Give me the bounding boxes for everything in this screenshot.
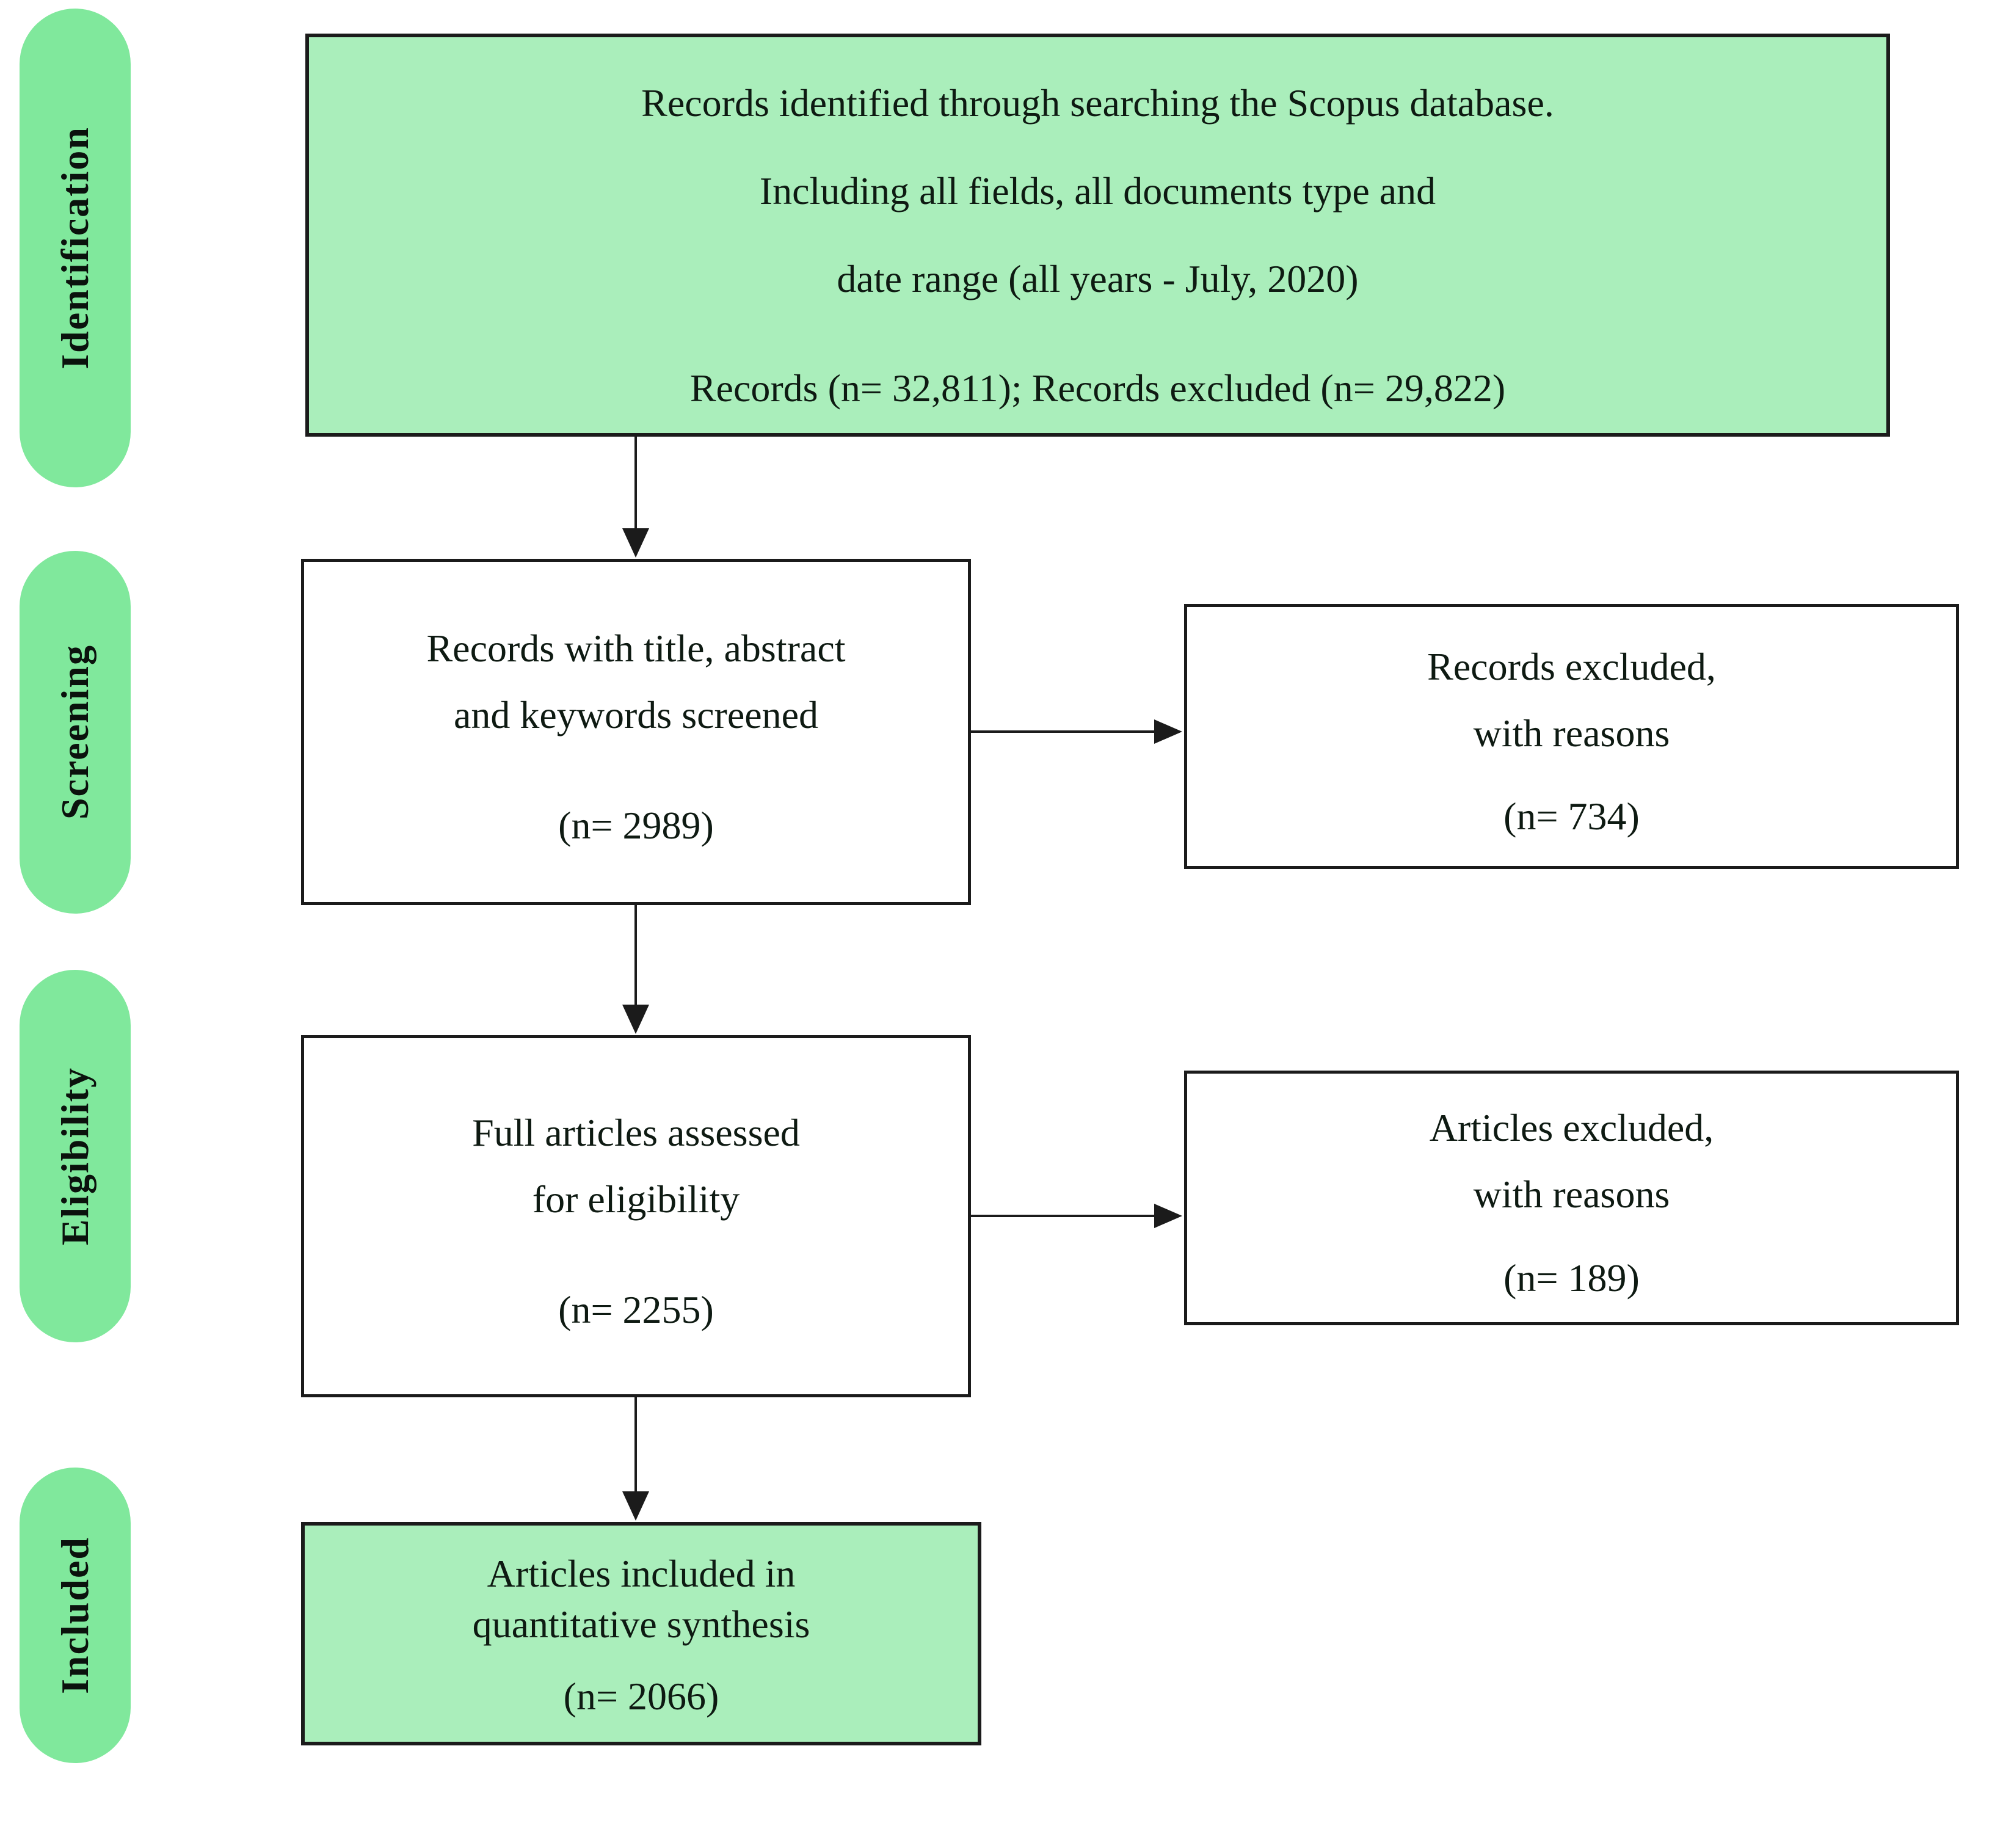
included-line-2: quantitative synthesis: [472, 1602, 810, 1646]
eligibility-line-1: Full articles assessed: [472, 1110, 800, 1154]
arrow-head-down-icon: [622, 528, 649, 558]
identification-counts: Records (n= 32,811); Records excluded (n…: [689, 366, 1506, 410]
stage-pill-eligibility: Eligibility: [20, 970, 131, 1342]
arrow-head-right-icon: [1154, 719, 1182, 744]
screening-excluded-line-2: with reasons: [1473, 711, 1670, 755]
identification-records-box: Records identified through searching the…: [305, 34, 1890, 437]
arrow-head-down-icon: [622, 1005, 649, 1034]
arrow-stem: [634, 437, 637, 531]
eligibility-excluded-label: Articles excluded, with reasons: [1430, 1095, 1714, 1228]
stage-pill-label: Screening: [53, 644, 96, 820]
eligibility-count: (n= 2255): [558, 1288, 714, 1332]
screening-count: (n= 2989): [558, 804, 714, 848]
eligibility-excluded-line-1: Articles excluded,: [1429, 1106, 1714, 1150]
arrow-head-right-icon: [1154, 1204, 1182, 1228]
identification-line-2: Including all fields, all documents type…: [759, 169, 1436, 213]
eligibility-line-2: for eligibility: [532, 1177, 740, 1221]
screening-excluded-line-1: Records excluded,: [1427, 644, 1716, 688]
stage-pill-screening: Screening: [20, 551, 131, 914]
stage-pill-label: Eligibility: [53, 1066, 96, 1246]
stage-pill-included: Included: [20, 1468, 131, 1763]
arrow-stem: [634, 1397, 637, 1493]
eligibility-excluded-count: (n= 189): [1503, 1256, 1640, 1300]
arrow-stem: [634, 905, 637, 1006]
identification-records-text: Records identified through searching the…: [641, 59, 1554, 323]
included-label: Articles included in quantitative synthe…: [473, 1548, 810, 1650]
screening-label: Records with title, abstract and keyword…: [426, 616, 845, 749]
stage-pill-label: Included: [53, 1537, 96, 1694]
eligibility-label: Full articles assessed for eligibility: [472, 1100, 800, 1233]
screening-line-1: Records with title, abstract: [426, 626, 846, 670]
arrow-stem: [971, 1215, 1155, 1217]
included-box: Articles included in quantitative synthe…: [301, 1522, 981, 1745]
eligibility-excluded-box: Articles excluded, with reasons (n= 189): [1184, 1071, 1959, 1325]
arrow-head-down-icon: [622, 1491, 649, 1521]
screening-excluded-label: Records excluded, with reasons: [1427, 634, 1716, 767]
screening-excluded-count: (n= 734): [1503, 795, 1640, 839]
stage-pill-label: Identification: [53, 126, 96, 369]
arrow-stem: [971, 730, 1155, 733]
stage-pill-identification: Identification: [20, 9, 131, 487]
screening-box: Records with title, abstract and keyword…: [301, 559, 971, 905]
eligibility-box: Full articles assessed for eligibility (…: [301, 1035, 971, 1397]
screening-excluded-box: Records excluded, with reasons (n= 734): [1184, 604, 1959, 869]
identification-line-1: Records identified through searching the…: [641, 81, 1554, 125]
identification-line-3: date range (all years - July, 2020): [837, 257, 1359, 300]
screening-line-2: and keywords screened: [453, 693, 819, 737]
included-line-1: Articles included in: [487, 1551, 796, 1595]
included-count: (n= 2066): [563, 1675, 719, 1719]
eligibility-excluded-line-2: with reasons: [1473, 1173, 1670, 1216]
